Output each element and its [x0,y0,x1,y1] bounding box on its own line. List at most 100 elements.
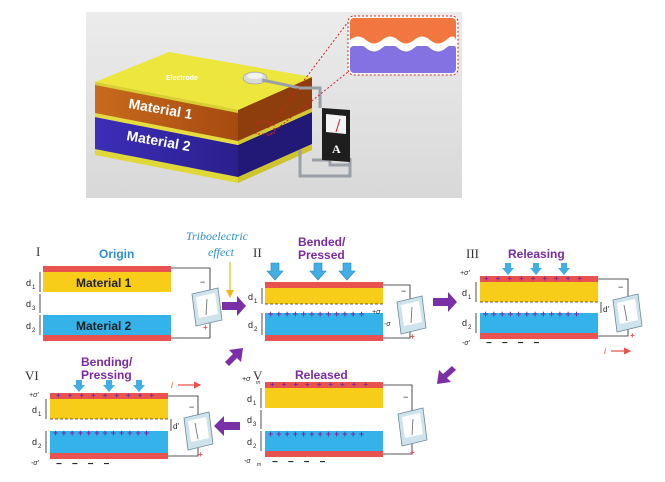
svg-text:m: m [257,462,261,468]
svg-text:2: 2 [38,444,42,450]
roman-numeral: III [466,246,479,261]
sigma-bottom: -σ' [31,460,40,467]
panel-title-line1: Bending/ [81,355,133,369]
current-label: i [171,380,174,390]
svg-text:−−−−: −−−− [486,338,549,349]
arrow-vi-to-ii [225,348,243,366]
svg-text:1: 1 [38,412,42,418]
device-illustration: A Electrode Material 1 Material 2 [86,12,462,198]
roman-numeral: I [36,244,40,259]
dim-d3: d [247,415,252,425]
material2-layer [43,315,171,335]
svg-text:+++++++++: +++++++++ [56,391,161,400]
dim-d2: d [32,437,37,447]
meter-minus: − [401,286,406,296]
panel-pressing: VI Bending/ Pressing +++++++++ +++++++++… [25,355,214,470]
zoom-callout [347,15,459,76]
press-arrows [502,263,570,275]
ammeter-label: A [332,142,341,156]
sigma-top: +σ' [29,392,39,399]
dim-d2: d [462,318,467,328]
panel-released: V Released +++++++++ ++++++++++++ −−−− +… [242,368,428,468]
svg-text:2: 2 [254,327,258,333]
arrow-i-to-ii [222,296,246,316]
svg-text:1: 1 [253,401,257,407]
dim-d3: d [26,299,31,309]
panel-title: Released [295,368,348,382]
material1-label: Material 1 [76,276,132,290]
triboelectric-label: Triboelectric [186,229,249,243]
device-material1-front [95,82,238,141]
ammeter: A [322,108,350,162]
svg-text:++++++++++++: ++++++++++++ [268,309,367,319]
press-arrows [73,380,145,392]
press-arrows [266,262,356,281]
dim-d2: d [26,321,31,331]
svg-text:2: 2 [468,325,472,331]
device-material2-front [95,117,238,177]
bottom-electrode [43,335,171,341]
sigma-top: +σ' [460,270,470,277]
svg-text:1: 1 [254,299,258,305]
meter-plus: + [410,332,415,341]
sigma-top: +σ [242,376,251,383]
panel-title: Releasing [508,247,565,261]
electrode-label: Electrode [166,75,198,82]
svg-text:+++++++++: +++++++++ [270,380,375,389]
ammeter-icon [183,411,214,451]
svg-text:1: 1 [32,285,36,291]
sigma-plus: +σ [372,309,381,316]
roman-numeral: II [253,245,262,260]
dim-d2: d [248,320,253,330]
dim-d1: d [32,405,37,415]
ammeter-icon [396,295,427,335]
panel-title: Origin [99,247,134,261]
svg-text:2: 2 [253,444,257,450]
svg-text:++++++++++++: ++++++++++++ [53,428,152,438]
panel-title-line1: Bended/ [298,235,346,249]
svg-text:−−−−: −−−− [56,459,119,470]
meter-minus: − [200,277,205,287]
svg-text:m: m [256,380,260,386]
dim-d1: d [462,288,467,298]
gap-label: d' [603,305,609,314]
panel-title-line2: Pressed [298,248,345,262]
meter-minus: − [189,402,194,412]
meter-plus: + [198,450,203,459]
ammeter-icon [612,293,643,333]
panel-title-line2: Pressing [81,368,132,382]
current-label: i [604,346,607,356]
arrow-iii-to-v [437,366,456,384]
sigma-bottom: -σ [244,458,251,465]
sigma-bottom: -σ' [462,340,471,347]
roman-numeral: V [253,368,263,383]
material2-label: Material 2 [76,319,132,333]
svg-text:++++++++++++: ++++++++++++ [268,429,367,439]
svg-text:2: 2 [32,328,36,334]
sigma-minus: -σ [384,321,391,328]
meter-plus: + [203,323,208,332]
arrow-v-to-vi [214,416,240,436]
material1-layer [43,272,171,292]
svg-text:3: 3 [253,422,257,428]
effect-label: effect [208,245,235,259]
svg-text:3: 3 [32,306,36,312]
meter-minus: − [618,282,623,292]
panel-pressed: II Bended/ Pressed ++++++++++++ d 1 d 2 … [248,235,427,341]
roman-numeral: VI [25,368,39,383]
dim-d1: d [26,278,31,288]
meter-plus: + [410,448,415,457]
gap-label: d' [173,422,179,431]
svg-text:1: 1 [468,295,472,301]
dim-d1: d [248,292,253,302]
panel-origin: I Origin Material 1 Material 2 d 1 d 3 d… [26,244,223,341]
meter-minus: − [403,392,408,402]
ammeter-icon [191,287,223,327]
svg-text:++++++++++++: ++++++++++++ [483,309,582,319]
panel-releasing: III Releasing +++++++++ ++++++++++++ −−−… [460,246,643,356]
svg-text:−−−−: −−−− [272,457,335,468]
svg-text:+++++++++: +++++++++ [484,274,589,283]
meter-plus: + [630,331,635,340]
dim-d2: d [247,437,252,447]
